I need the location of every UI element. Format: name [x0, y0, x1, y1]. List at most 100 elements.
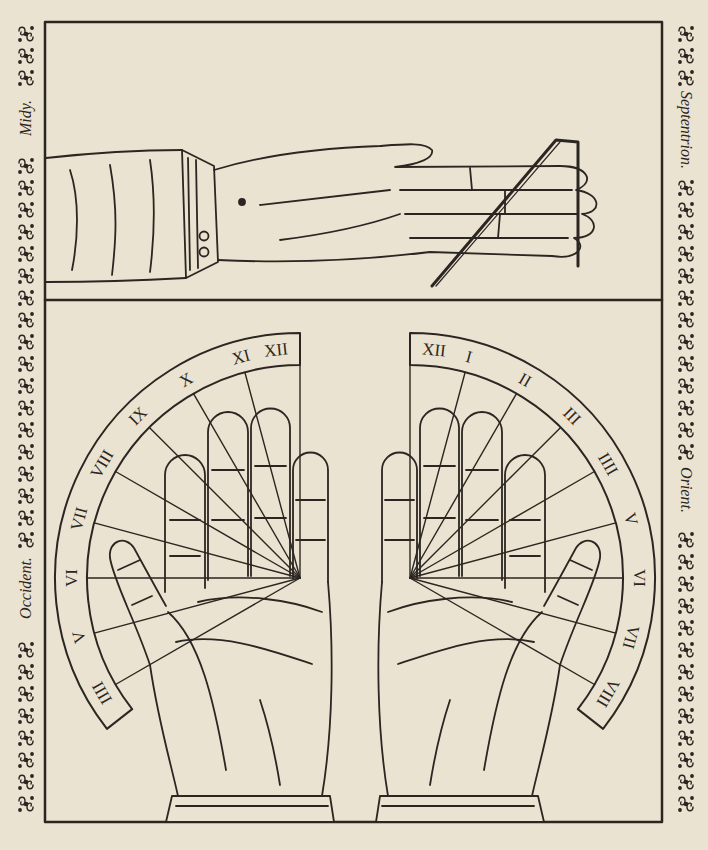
fleuron — [19, 687, 33, 701]
fleuron — [679, 203, 693, 217]
hour-line — [299, 365, 300, 578]
hour-line — [149, 427, 300, 578]
hour-numeral: I — [464, 348, 474, 366]
fleuron — [19, 71, 33, 85]
hour-numeral: VII — [620, 624, 643, 651]
fleuron — [19, 203, 33, 217]
hour-line — [94, 523, 300, 578]
fleuron — [679, 665, 693, 679]
fleuron — [679, 621, 693, 635]
hour-line — [194, 394, 301, 578]
margin-label: Occident. — [18, 557, 34, 619]
fleuron — [19, 291, 33, 305]
fleuron — [19, 335, 33, 349]
fleuron — [19, 797, 33, 811]
fleuron — [679, 731, 693, 745]
fleuron — [679, 401, 693, 415]
fleuron — [19, 379, 33, 393]
fleuron — [679, 775, 693, 789]
margin-label: Septentrion. — [678, 91, 694, 169]
fleuron — [679, 269, 693, 283]
fleuron — [679, 27, 693, 41]
hour-numeral: VI — [63, 569, 80, 587]
fleuron — [19, 467, 33, 481]
fleuron — [679, 423, 693, 437]
fleuron — [19, 445, 33, 459]
fleuron — [19, 159, 33, 173]
fleuron — [679, 49, 693, 63]
fleuron — [679, 643, 693, 657]
fleuron — [19, 49, 33, 63]
hour-line — [410, 523, 616, 578]
margin-label: Midy. — [18, 100, 34, 136]
hour-numeral: VIII — [87, 447, 116, 481]
fleuron — [679, 247, 693, 261]
fleuron — [679, 379, 693, 393]
panel-divider — [45, 299, 662, 302]
hour-line — [245, 372, 300, 578]
fleuron — [679, 687, 693, 701]
fleuron — [679, 555, 693, 569]
hour-line — [410, 472, 594, 579]
hour-numeral: III — [560, 404, 584, 428]
fleuron — [19, 181, 33, 195]
hour-line — [410, 427, 561, 578]
fleuron — [679, 335, 693, 349]
dial-ring — [410, 333, 655, 729]
fleuron — [19, 27, 33, 41]
fleuron — [19, 247, 33, 261]
margin-label: Orient. — [678, 467, 694, 513]
hour-numeral: VIII — [594, 676, 623, 710]
fleuron — [19, 775, 33, 789]
hour-numeral: XII — [421, 341, 446, 360]
fleuron — [679, 577, 693, 591]
fleuron — [19, 269, 33, 283]
fleuron — [679, 533, 693, 547]
hour-line — [116, 472, 300, 579]
dial-ring — [55, 333, 300, 729]
hour-numeral: IIII — [595, 449, 621, 477]
hour-numeral: V — [621, 511, 641, 527]
hour-numeral: VI — [631, 569, 648, 587]
hour-line — [410, 577, 623, 578]
hour-line — [87, 577, 300, 578]
fleuron — [679, 599, 693, 613]
hour-numeral: IIII — [89, 678, 115, 706]
fleuron — [679, 445, 693, 459]
fleuron — [19, 313, 33, 327]
fleuron — [679, 357, 693, 371]
fleuron — [679, 225, 693, 239]
fleuron — [19, 533, 33, 547]
hour-numeral: IX — [126, 404, 151, 429]
gnomon-hand — [46, 140, 596, 286]
fleuron — [679, 709, 693, 723]
fleuron — [19, 709, 33, 723]
hour-numeral: XII — [263, 341, 288, 360]
hour-line — [410, 372, 465, 578]
hour-line — [410, 578, 616, 633]
fleuron — [679, 181, 693, 195]
hour-line — [116, 578, 300, 685]
fleuron — [19, 489, 33, 503]
hour-numeral: X — [176, 369, 195, 390]
fleuron — [679, 753, 693, 767]
hour-line — [410, 578, 594, 685]
hour-line — [94, 578, 300, 633]
fleuron — [19, 665, 33, 679]
fleuron — [19, 357, 33, 371]
fleuron — [679, 291, 693, 305]
fleuron — [19, 401, 33, 415]
hour-line — [410, 394, 517, 578]
fleuron — [679, 71, 693, 85]
fleuron — [679, 797, 693, 811]
hour-numeral: XI — [230, 346, 252, 367]
hour-numeral: V — [69, 629, 89, 645]
hour-line — [409, 365, 410, 578]
fleuron — [19, 731, 33, 745]
hour-numeral: II — [515, 369, 533, 389]
fleuron — [679, 313, 693, 327]
fleuron — [19, 225, 33, 239]
